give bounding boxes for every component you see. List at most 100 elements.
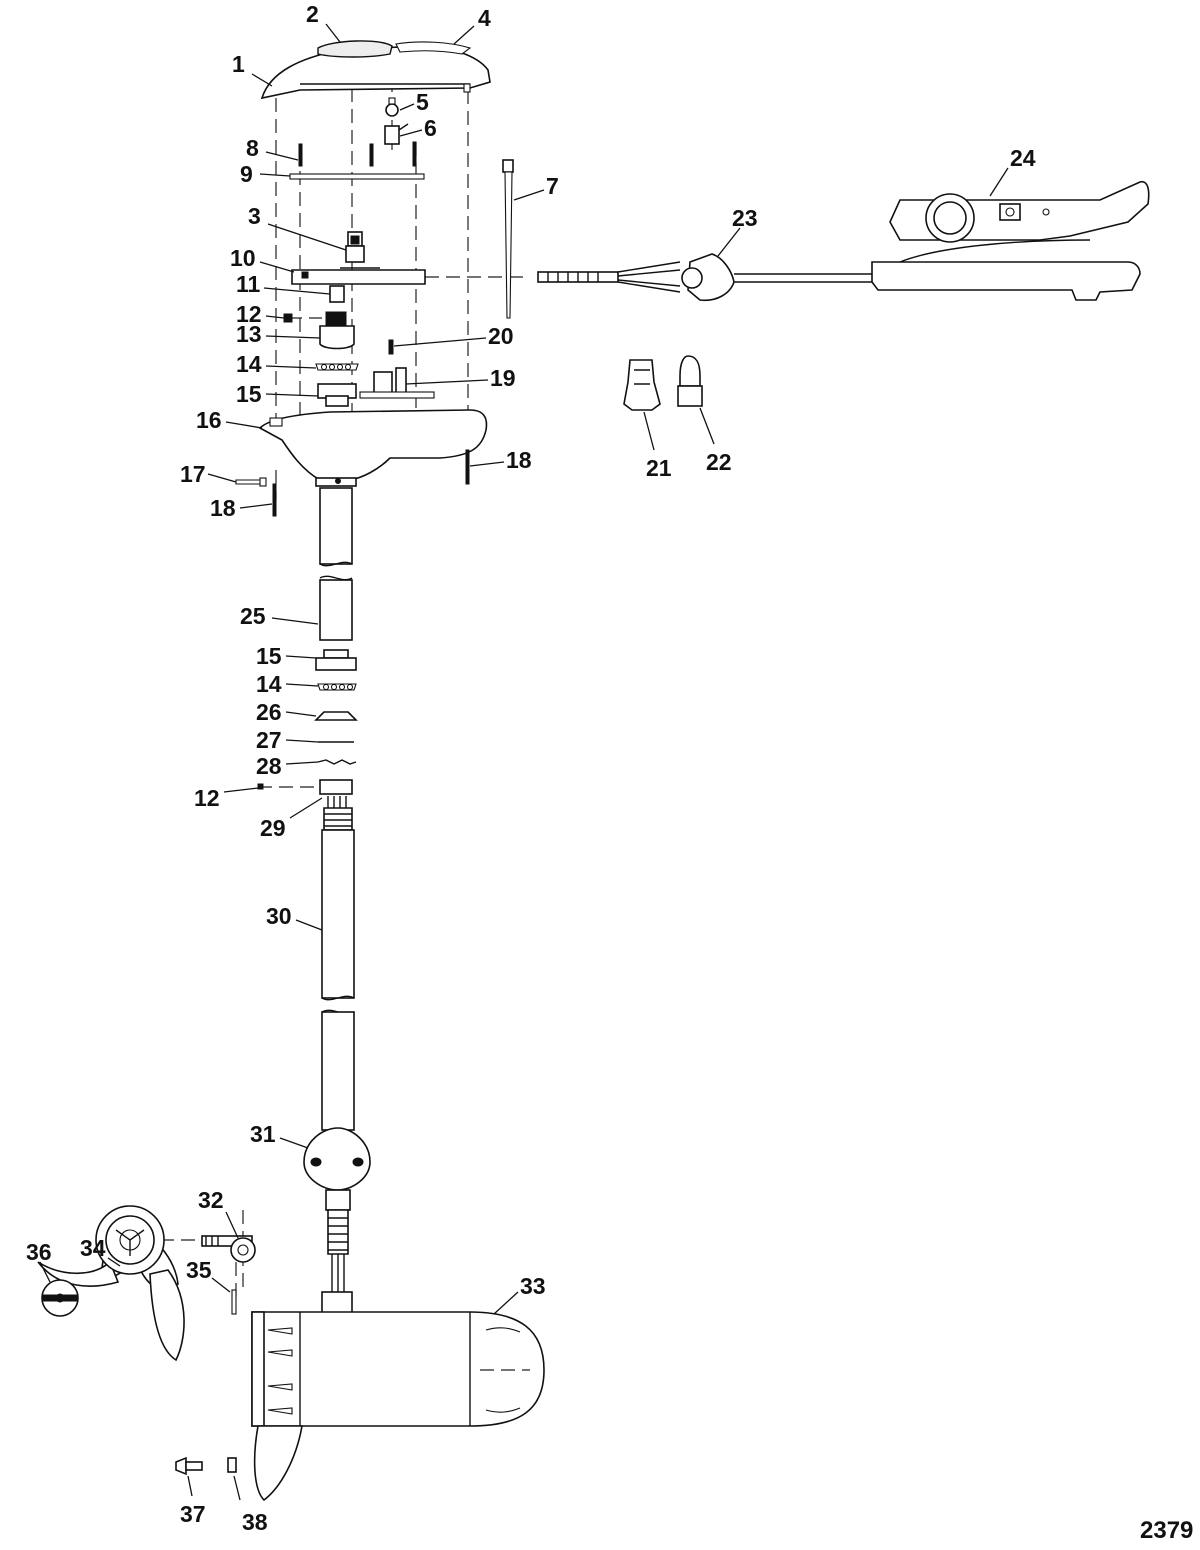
svg-text:33: 33 (520, 1273, 546, 1299)
screw-housing-right (465, 449, 470, 485)
wire-harness-upper (327, 796, 347, 808)
bushing (329, 285, 345, 303)
callout-5: 5 (399, 89, 429, 115)
svg-text:2: 2 (306, 1, 319, 27)
callouts: 1 2 3 4 5 6 7 8 (26, 1, 1036, 1535)
steering-tube (319, 487, 353, 641)
svg-text:27: 27 (256, 727, 282, 753)
svg-text:6: 6 (424, 115, 437, 141)
callout-4: 4 (453, 5, 491, 45)
svg-text:18: 18 (210, 495, 236, 521)
svg-text:34: 34 (80, 1235, 106, 1261)
svg-text:14: 14 (236, 351, 262, 377)
callout-28: 28 (256, 753, 319, 779)
bulb-holder (384, 123, 409, 145)
callout-24: 24 (989, 145, 1036, 197)
screw-pcb (388, 339, 394, 355)
callout-9: 9 (240, 161, 291, 187)
set-screw-upper (283, 313, 293, 323)
svg-text:18: 18 (506, 447, 532, 473)
screws-top (298, 141, 417, 167)
svg-text:35: 35 (186, 1257, 212, 1283)
callout-1: 1 (232, 51, 273, 87)
callout-20: 20 (393, 323, 514, 349)
svg-text:37: 37 (180, 1501, 206, 1527)
prop-washer (230, 1237, 256, 1263)
svg-text:23: 23 (732, 205, 758, 231)
svg-text:15: 15 (256, 643, 282, 669)
callout-11: 11 (236, 271, 331, 297)
svg-text:20: 20 (488, 323, 514, 349)
callout-18-left: 18 (210, 495, 273, 521)
svg-text:36: 36 (26, 1239, 52, 1265)
svg-text:7: 7 (546, 173, 559, 199)
svg-text:16: 16 (196, 407, 222, 433)
callout-32: 32 (198, 1187, 239, 1239)
svg-text:8: 8 (246, 135, 259, 161)
switch (345, 231, 365, 263)
bearing-upper (315, 363, 359, 371)
bearing-race-upper (317, 383, 357, 407)
svg-text:32: 32 (198, 1187, 224, 1213)
drive-pin (231, 1289, 237, 1315)
svg-text:26: 26 (256, 699, 282, 725)
svg-text:38: 38 (242, 1509, 268, 1535)
callout-25: 25 (240, 603, 319, 629)
bearing-race-lower (315, 649, 357, 671)
callout-31: 31 (250, 1121, 309, 1149)
prop-nut (41, 1279, 79, 1317)
anode (227, 1457, 237, 1473)
callout-23: 23 (717, 205, 758, 257)
wave-washer (317, 759, 357, 765)
mount-plate (291, 267, 426, 285)
shaft-collar (303, 1127, 371, 1294)
callout-16: 16 (196, 407, 263, 433)
svg-text:25: 25 (240, 603, 266, 629)
spacer (314, 711, 358, 721)
drive-gear (319, 311, 355, 350)
bearing-lower (317, 683, 357, 691)
callout-37: 37 (180, 1475, 206, 1527)
svg-text:11: 11 (236, 271, 261, 297)
callout-15-lower: 15 (256, 643, 317, 669)
top-cover (260, 40, 491, 100)
svg-text:28: 28 (256, 753, 282, 779)
rivet (235, 477, 267, 487)
svg-text:12: 12 (194, 785, 220, 811)
figure-number: 2379 (1140, 1517, 1193, 1544)
callout-34: 34 (80, 1235, 121, 1267)
callout-12-lower: 12 (194, 785, 259, 811)
svg-text:9: 9 (240, 161, 253, 187)
svg-text:14: 14 (256, 671, 282, 697)
svg-text:31: 31 (250, 1121, 276, 1147)
strain-relief (537, 253, 880, 302)
callout-33: 33 (493, 1273, 546, 1315)
svg-text:3: 3 (248, 203, 261, 229)
callout-3: 3 (248, 203, 347, 251)
svg-text:19: 19 (490, 365, 516, 391)
bulb (385, 97, 399, 117)
gasket-plate (289, 173, 425, 180)
pc-board (359, 367, 435, 399)
callout-27: 27 (256, 727, 319, 753)
callout-36: 36 (26, 1239, 52, 1283)
callout-15-upper: 15 (236, 381, 319, 407)
svg-text:10: 10 (230, 245, 256, 271)
callout-6: 6 (399, 115, 437, 141)
callout-12-upper: 12 (236, 301, 285, 327)
svg-text:29: 29 (260, 815, 286, 841)
callout-35: 35 (186, 1257, 231, 1293)
cable-tie (502, 159, 514, 319)
callout-19: 19 (405, 365, 516, 391)
svg-text:4: 4 (478, 5, 491, 31)
svg-text:21: 21 (646, 455, 672, 481)
battery-connector (623, 359, 661, 411)
callout-26: 26 (256, 699, 317, 725)
callout-2: 2 (306, 1, 341, 43)
wire-cap (677, 355, 703, 407)
trolling-motor (201, 1235, 545, 1502)
callout-7: 7 (513, 173, 559, 201)
callout-38: 38 (233, 1475, 268, 1535)
